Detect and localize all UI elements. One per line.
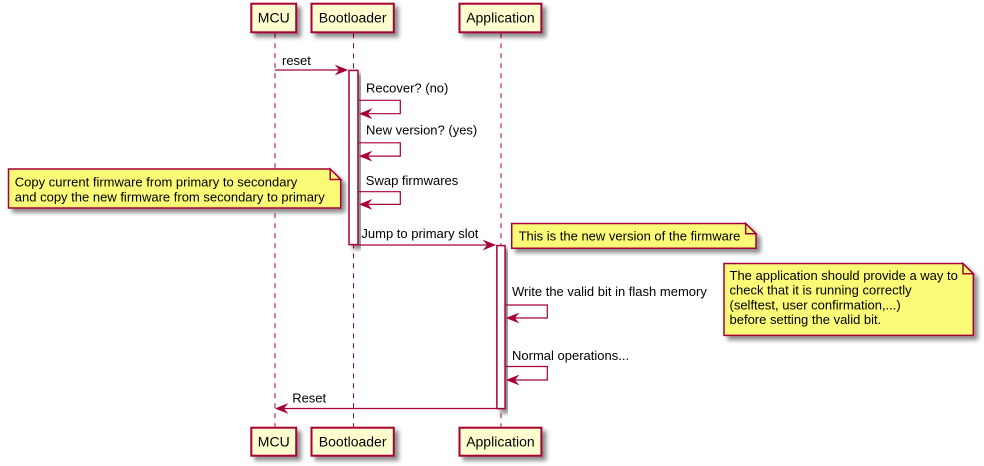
svg-text:New version? (yes): New version? (yes)	[366, 123, 477, 138]
svg-text:and copy the new firmware from: and copy the new firmware from secondary…	[15, 189, 325, 204]
svg-text:before setting the valid bit.: before setting the valid bit.	[730, 312, 882, 327]
svg-text:This is the new version of the: This is the new version of the firmware	[519, 229, 741, 244]
svg-text:check that it is running corre: check that it is running correctly	[730, 283, 913, 298]
svg-text:MCU: MCU	[258, 434, 290, 450]
svg-text:Swap firmwares: Swap firmwares	[366, 173, 459, 188]
svg-text:Recover? (no): Recover? (no)	[366, 80, 448, 95]
svg-text:Normal operations...: Normal operations...	[512, 348, 629, 363]
svg-text:Application: Application	[466, 434, 535, 450]
svg-text:Copy current firmware from pri: Copy current firmware from primary to se…	[15, 175, 298, 190]
svg-text:Bootloader: Bootloader	[319, 434, 387, 450]
svg-text:Application: Application	[466, 10, 535, 26]
svg-text:reset: reset	[282, 53, 311, 68]
svg-text:Jump to primary slot: Jump to primary slot	[361, 226, 478, 241]
svg-text:Bootloader: Bootloader	[319, 10, 387, 26]
svg-text:The application should provide: The application should provide a way to	[730, 268, 958, 283]
svg-text:Reset: Reset	[292, 391, 326, 406]
svg-text:Write the valid bit in flash m: Write the valid bit in flash memory	[512, 284, 707, 299]
svg-text:(selftest, user confirmation,.: (selftest, user confirmation,...)	[730, 297, 901, 312]
svg-text:MCU: MCU	[258, 10, 290, 26]
